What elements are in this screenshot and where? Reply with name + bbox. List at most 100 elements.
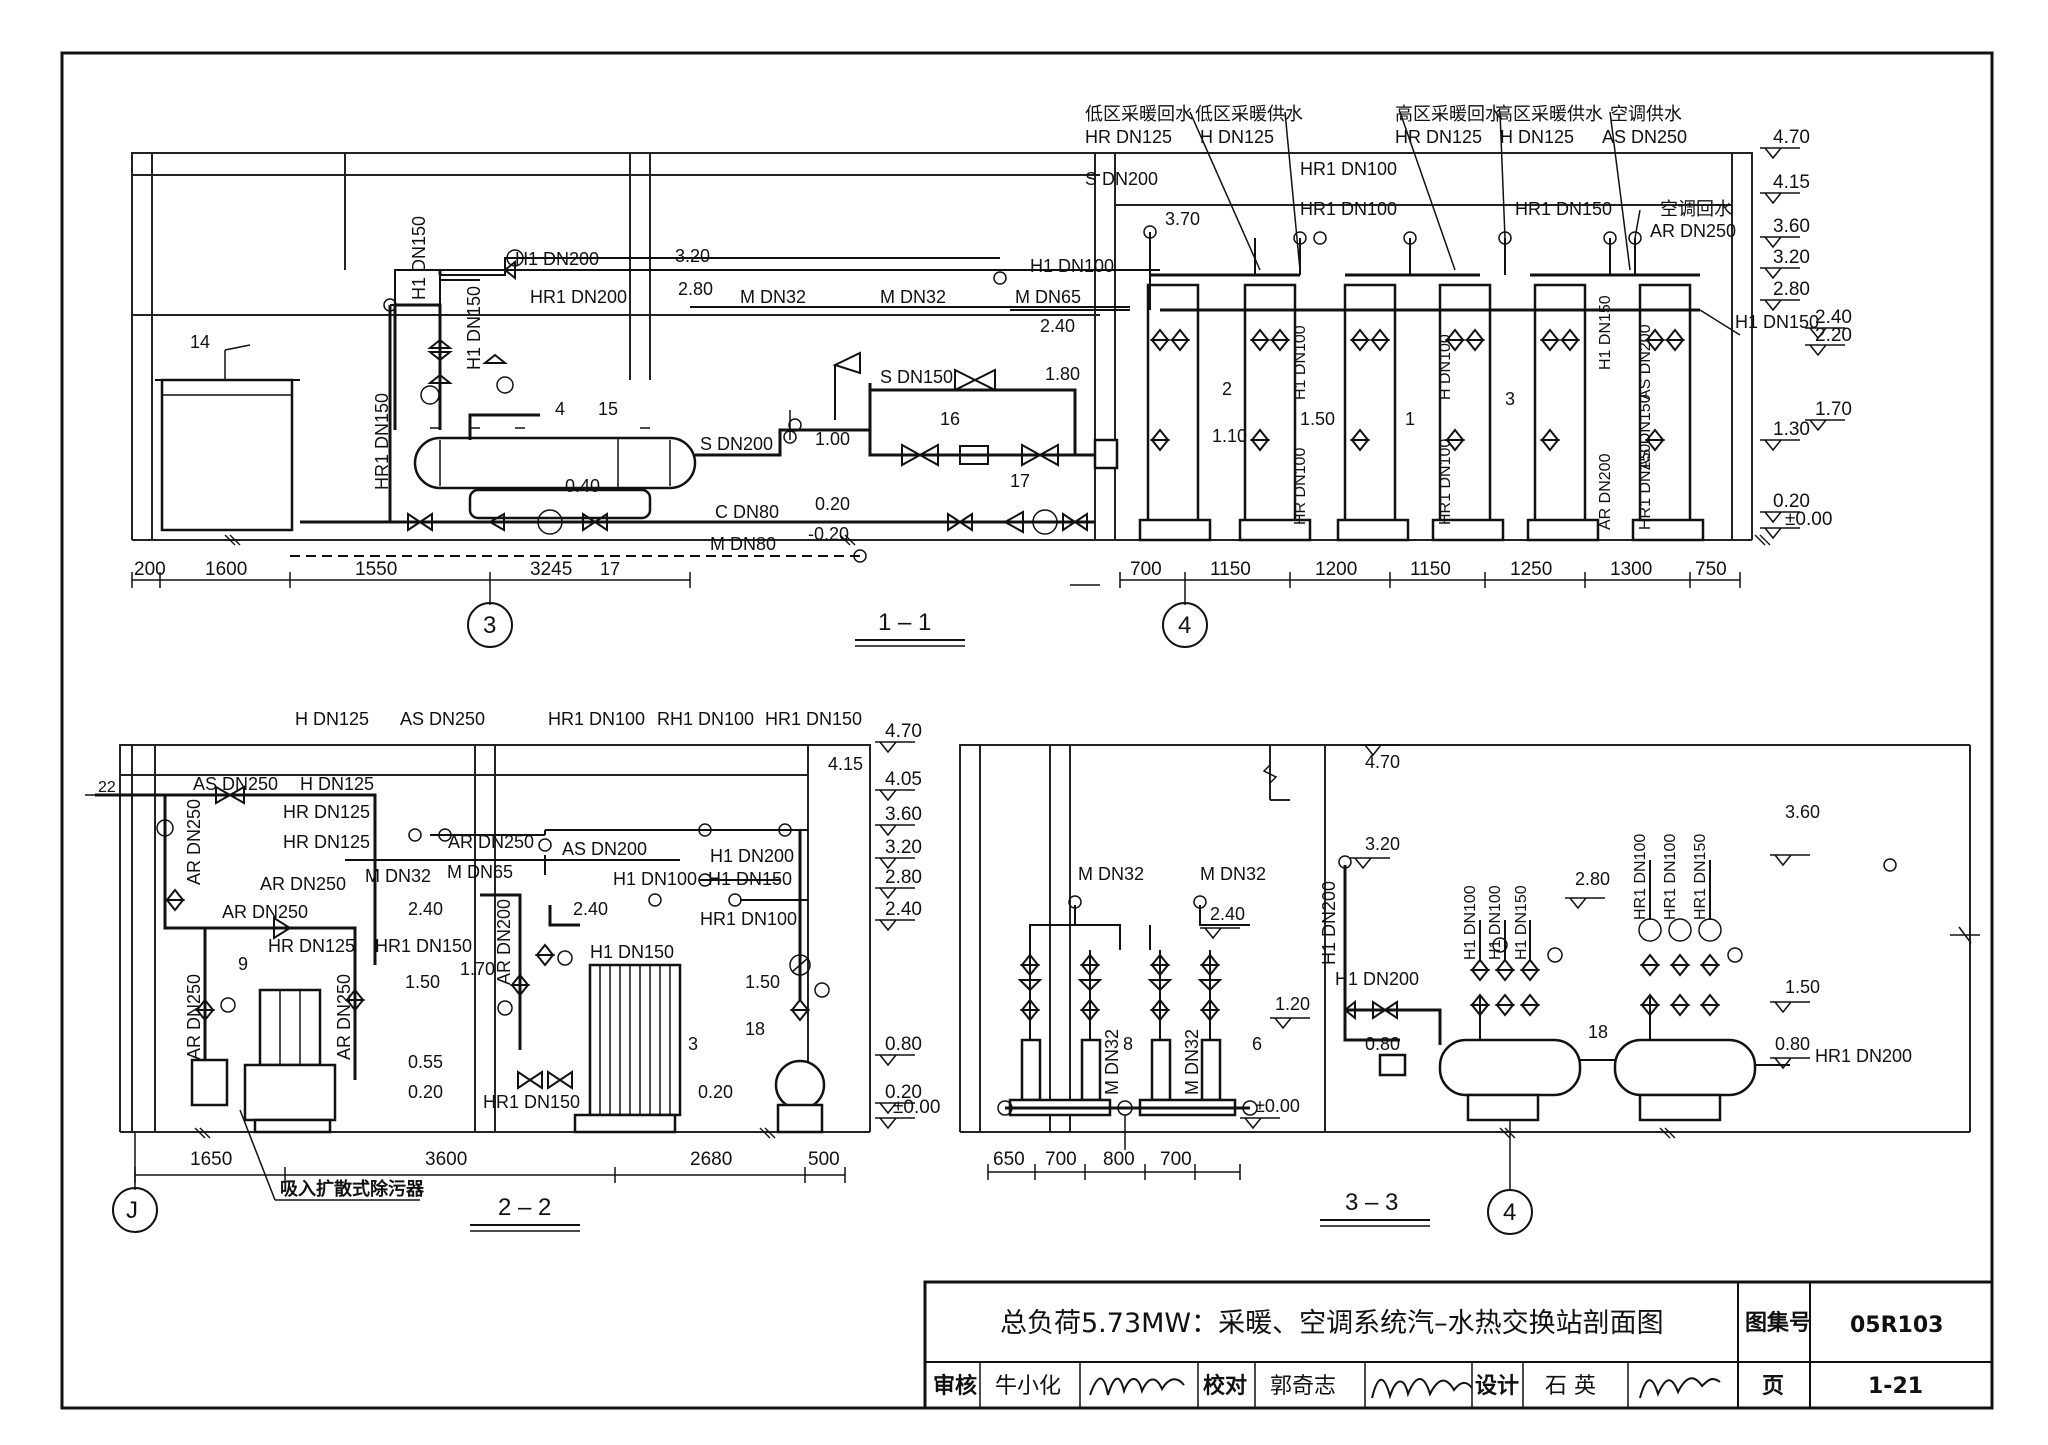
pipe-label-vertical: AR DN250: [184, 799, 204, 885]
pipe-label-vertical: H1 DN150: [409, 216, 429, 300]
dimension: 700: [1160, 1149, 1192, 1170]
elevation-label: 2.40: [1210, 904, 1245, 924]
elevation-4-15: 4.15: [1773, 172, 1810, 193]
tag-15: 15: [598, 399, 618, 419]
elevation-label: 1.70: [460, 959, 495, 979]
pipe-label: HR DN125: [1395, 127, 1482, 147]
title-block-text: 总负荷5.73MW：采暖、空调系统汽–水热交换站剖面图 图集号 05R103 审…: [933, 1308, 1943, 1399]
pipe-label-vertical: HR DN100: [1292, 448, 1309, 525]
pipe-label-vertical: HR1 DN100: [1437, 439, 1454, 525]
elevation-0-00: ±0.00: [1785, 509, 1832, 530]
elevation-label: 1.80: [1045, 364, 1080, 384]
elevation-label: 2.40: [1040, 316, 1075, 336]
note-suction-strainer: 吸入扩散式除污器: [280, 1178, 425, 1199]
pipe-label: M DN32: [365, 866, 431, 886]
elevation-label: 1.20: [1275, 994, 1310, 1014]
elevation-2-40: 2.40: [1815, 307, 1852, 328]
pipe-label-vertical: HR1 DN150: [1637, 444, 1654, 530]
designer-name: 石 英: [1545, 1374, 1596, 1399]
pipe-label: M DN65: [447, 862, 513, 882]
signature-reviewer: [1089, 1377, 1185, 1396]
pipe-label: H1 DN100: [1030, 256, 1114, 276]
heat-exchanger-4: [413, 436, 697, 490]
dimension: 800: [1103, 1149, 1135, 1170]
pipe-label-vertical: H1 DN150: [464, 286, 484, 370]
elevation-0-20: 0.20: [1773, 491, 1810, 512]
elevation-label: 2.40: [573, 899, 608, 919]
tag-16: 16: [940, 409, 960, 429]
pipe-label-vertical: H1 DN100: [1487, 885, 1504, 960]
pipe-label: H1 DN100: [613, 869, 697, 889]
elevation-label: 3.60: [1785, 802, 1820, 822]
elevation-0-00: ±0.00: [893, 1097, 940, 1118]
pipe-label: HR1 DN200: [530, 287, 627, 307]
pipe-label: HR1 DN100: [700, 909, 797, 929]
pipe-label-vertical: H1 DN100: [1292, 325, 1309, 400]
axis-j-label: J: [126, 1197, 138, 1224]
pipe-label: HR1 DN150: [765, 709, 862, 729]
tag-14: 14: [190, 332, 210, 352]
tag-8: 8: [1123, 1034, 1133, 1054]
dimension: 700: [1130, 559, 1162, 580]
pipe-label: AS DN200: [562, 839, 647, 859]
tag-2: 2: [1222, 379, 1232, 399]
pipe-label: HR1 DN150: [375, 936, 472, 956]
pipe-label-vertical: HR1 DN150: [1692, 834, 1709, 920]
dimension: 1200: [1315, 559, 1357, 580]
pipe-label: M DN80: [710, 534, 776, 554]
axis-4-label: 4: [1503, 1199, 1516, 1226]
pipe-label: S DN150: [880, 367, 953, 387]
elevation-label: 4.15: [828, 754, 863, 774]
pipe-label: HR1 DN150: [483, 1092, 580, 1112]
tag-17: 17: [600, 559, 620, 579]
pipe-label-vertical: AR DN200: [1597, 453, 1614, 530]
pipe-label: HR DN125: [283, 802, 370, 822]
tag-4: 4: [555, 399, 565, 419]
elevation-3-60: 3.60: [1773, 216, 1810, 237]
pipe-label: AR DN250: [448, 832, 534, 852]
pump-9: [258, 988, 322, 1067]
pipe-label: M DN32: [1200, 864, 1266, 884]
pipe-label-vertical: H1 DN200: [1319, 881, 1339, 965]
pipe-label-vertical: AS DN200: [1637, 324, 1654, 400]
pipe-label: HR1 DN150: [1515, 199, 1612, 219]
pipe-label: AS DN250: [400, 709, 485, 729]
pipe-label: H1 DN200: [515, 249, 599, 269]
pipe-label-vertical: H1 DN100: [1462, 885, 1479, 960]
pipe-label: AR DN250: [222, 902, 308, 922]
tag-18: 18: [1588, 1022, 1608, 1042]
page-label: 页: [1762, 1374, 1784, 1399]
dimension: 700: [1045, 1149, 1077, 1170]
elevation-0-80: 0.80: [885, 1034, 922, 1055]
pipe-label-vertical: HR1 DN100: [1632, 834, 1649, 920]
pipe-label: HR1 DN100: [1300, 199, 1397, 219]
pipe-label: H DN125: [300, 774, 374, 794]
section-3-3: [959, 744, 1980, 1235]
pipe-label: M DN65: [1015, 287, 1081, 307]
elevation-label: 1.50: [1300, 409, 1335, 429]
dimension: 500: [808, 1149, 840, 1170]
pipe-label: H1 DN150: [708, 869, 792, 889]
axis-4-label: 4: [1178, 612, 1191, 639]
pump-18: [774, 1059, 826, 1111]
section-1-1: [131, 111, 1845, 648]
signature-checker: [1371, 1378, 1473, 1400]
dimension: 650: [993, 1149, 1025, 1170]
elevation-label: 0.20: [408, 1082, 443, 1102]
pipe-label-vertical: AR DN250: [334, 974, 354, 1060]
elevation-label: 0.80: [1365, 1034, 1400, 1054]
elevation-label: 1.10: [1212, 426, 1247, 446]
sheet-title: 总负荷5.73MW：采暖、空调系统汽–水热交换站剖面图: [1000, 1308, 1664, 1339]
elevation-label: 3.20: [675, 246, 710, 266]
tag-17: 17: [1010, 471, 1030, 491]
elevations-1-1: [1760, 147, 1845, 540]
tag-6: 6: [1252, 1034, 1262, 1054]
elevation-label: 2.80: [678, 279, 713, 299]
elevation-label: 0.20: [698, 1082, 733, 1102]
elevation-4-70: 4.70: [1773, 127, 1810, 148]
label-low-return: 低区采暖回水: [1085, 104, 1193, 124]
elevation-label: 1.00: [815, 429, 850, 449]
section-title-1-1: 1 – 1: [878, 609, 931, 636]
label-high-return: 高区采暖回水: [1395, 104, 1503, 124]
pipe-label: H1 DN200: [710, 846, 794, 866]
